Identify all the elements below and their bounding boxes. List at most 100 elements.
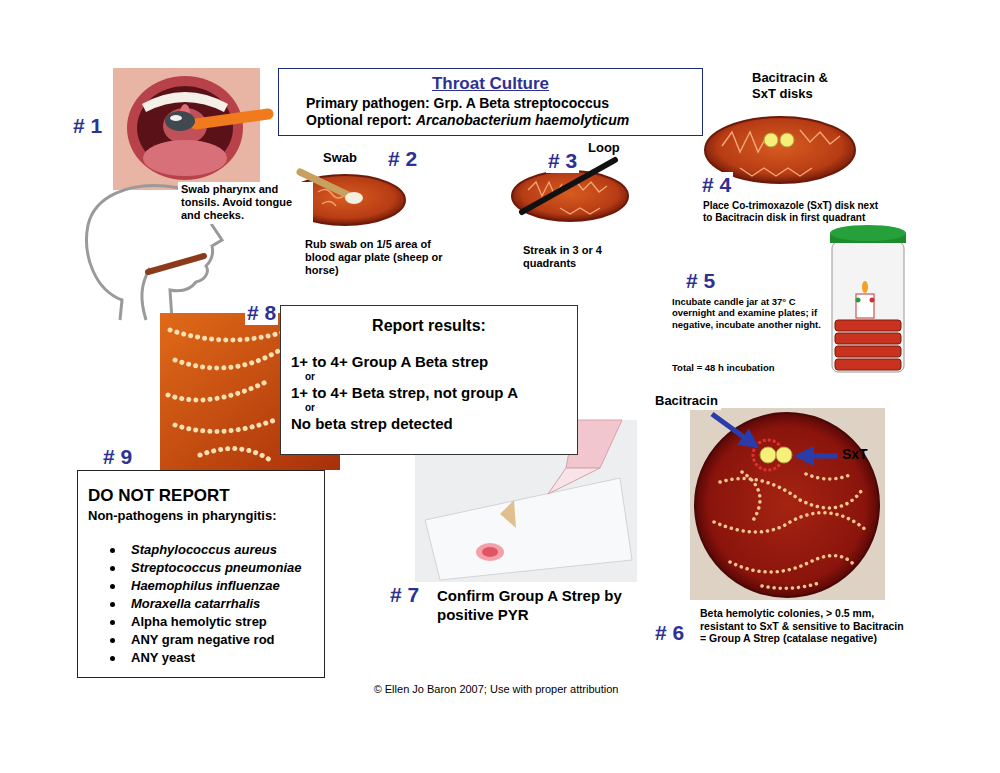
step-note: Incubate candle jar at 37° C overnight a… <box>672 296 824 330</box>
throat-line <box>142 268 150 320</box>
report-box: Report results: 1+ to 4+ Group A Beta str… <box>280 305 578 455</box>
part-label: Swab <box>323 150 357 166</box>
box-text: Staphylococcus aureus <box>131 542 277 557</box>
step-note: Confirm Group A Strep by positive PYR <box>437 587 627 625</box>
part-label: Bacitracin & SxT disks <box>752 70 844 101</box>
box-text: ANY gram negative rod <box>131 632 275 647</box>
swab-tip <box>345 192 363 204</box>
box-text: Optional report: <box>306 112 412 128</box>
dropper-tip <box>548 468 600 494</box>
swab-highlight <box>170 115 182 121</box>
stacked-plate <box>835 320 901 331</box>
bullet-dot <box>110 620 115 625</box>
text-row: Alpha hemolytic strep <box>88 613 314 631</box>
text-row: Report results: <box>291 316 567 335</box>
part-label: Loop <box>588 140 620 156</box>
box-text: Arcanobacterium haemolyticum <box>416 112 629 128</box>
callout-number: # 4 <box>700 172 733 197</box>
pointer-arrow <box>798 454 838 459</box>
step-note: Total = 48 h incubation <box>672 362 775 373</box>
do-not-report-box: DO NOT REPORT Non-pathogens in pharyngiti… <box>77 470 325 678</box>
callout-number: # 1 <box>71 113 104 138</box>
glass-slide <box>425 478 632 580</box>
box-text: DO NOT REPORT <box>88 486 230 505</box>
bullet-dot <box>110 656 115 661</box>
callout-number: # 8 <box>245 300 278 325</box>
sxt-disk <box>780 133 794 147</box>
text-row: or <box>291 401 567 415</box>
photo-ground <box>690 408 885 600</box>
stacked-plate <box>835 333 901 344</box>
box-text: No beta strep detected <box>291 415 453 432</box>
stacked-plate <box>835 346 901 357</box>
part-label: Bacitracin <box>652 392 721 410</box>
callout-number: # 2 <box>386 146 419 171</box>
mouth-photo <box>113 68 268 190</box>
text-row: Optional report:Arcanobacterium haemolyt… <box>306 112 675 129</box>
swab-stick <box>196 114 268 124</box>
bullet-dot <box>110 566 115 571</box>
box-text: Non-pathogens in pharyngitis: <box>88 508 277 523</box>
streak-lines <box>722 130 840 176</box>
bullet-dot <box>110 602 115 607</box>
bullet-dot <box>110 584 115 589</box>
jar-lid-top <box>830 225 906 241</box>
photo-ground <box>113 68 260 190</box>
candle <box>856 294 874 318</box>
callout-number: # 5 <box>684 268 717 293</box>
text-row: Staphylococcus aureus <box>88 541 314 559</box>
callout-number: # 6 <box>653 620 686 645</box>
text-row: DO NOT REPORT <box>88 485 314 507</box>
box-text: Streptococcus pneumoniae <box>131 560 301 575</box>
box-text: or <box>305 402 315 413</box>
callout-number: # 9 <box>101 444 134 469</box>
plate-photo <box>690 408 885 600</box>
callout-number: # 7 <box>388 582 421 607</box>
box-text: Report results: <box>372 317 486 334</box>
text-row: Throat Culture <box>306 73 675 95</box>
box-text: Primary pathogen: Grp. A Beta streptococ… <box>306 95 609 111</box>
colonies <box>714 472 866 588</box>
box-text: 1+ to 4+ Beta strep, not group A <box>291 384 518 401</box>
swab-in-throat <box>148 256 204 272</box>
text-row: or <box>291 370 567 384</box>
step-note: Beta hemolytic colonies, > 0.5 mm, resis… <box>700 607 905 645</box>
box-text: Alpha hemolytic strep <box>131 614 267 629</box>
step-note: Rub swab on 1/5 area of blood agar plate… <box>305 238 457 278</box>
candle-mark <box>856 298 861 303</box>
text-row: 1+ to 4+ Group A Beta strep <box>291 353 567 370</box>
box-text: ANY yeast <box>131 650 195 665</box>
tongue <box>143 140 227 176</box>
pyr-spot <box>476 543 504 561</box>
candle-jar <box>830 225 906 372</box>
blood-agar-plate <box>695 413 879 597</box>
box-text: Haemophilus influenzae <box>131 578 280 593</box>
sxt-disk <box>776 447 792 463</box>
text-row: Moraxella catarrhalis <box>88 595 314 613</box>
box-text: Throat Culture <box>432 74 549 93</box>
filter-paper <box>500 500 516 528</box>
text-row: ANY gram negative rod <box>88 631 314 649</box>
pointer-arrow <box>712 414 756 446</box>
title-box: Throat CulturePrimary pathogen: Grp. A B… <box>278 68 703 136</box>
stacked-plate <box>835 359 901 370</box>
step-note: Swab pharynx and tonsils. Avoid tongue a… <box>178 182 313 224</box>
flame <box>862 281 868 293</box>
box-text: or <box>305 371 315 382</box>
bullet-dot <box>110 548 115 553</box>
swab-tip <box>165 111 195 131</box>
bullet-dot <box>110 638 115 643</box>
text-row: No beta strep detected <box>291 415 567 432</box>
lips <box>127 76 243 180</box>
text-row: ANY yeast <box>88 649 314 667</box>
text-row: 1+ to 4+ Beta strep, not group A <box>291 384 567 401</box>
agar-plate <box>512 171 628 221</box>
step-note: Streak in 3 or 4 quadrants <box>523 244 635 270</box>
box-text: Moraxella catarrhalis <box>131 596 260 611</box>
callout-number: # 3 <box>546 148 579 173</box>
bacitracin-disk <box>760 447 776 463</box>
bacitracin-disk <box>764 133 778 147</box>
text-row: Non-pathogens in pharyngitis: <box>88 507 314 525</box>
box-text: 1+ to 4+ Group A Beta strep <box>291 353 488 370</box>
